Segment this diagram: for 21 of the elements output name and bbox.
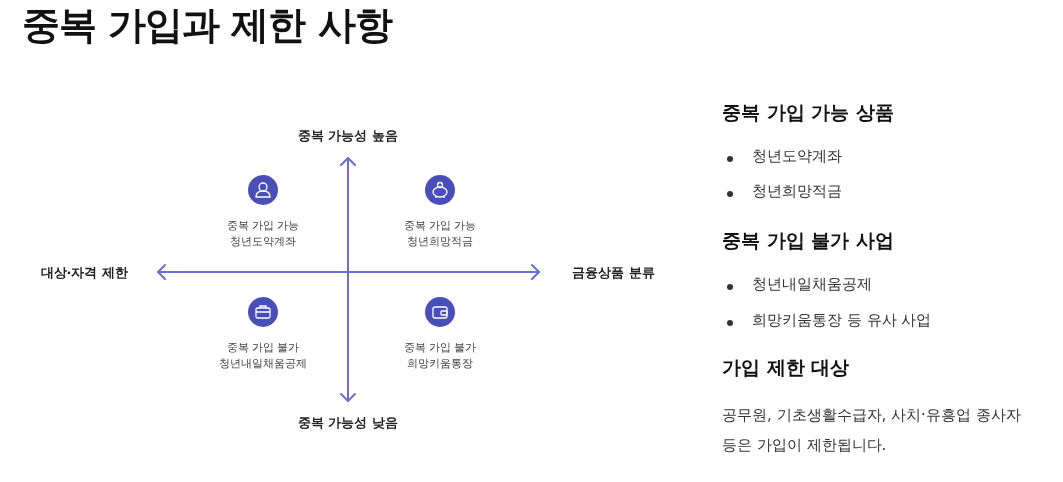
quadrant-heading: 중복 가입 불가	[226, 340, 300, 356]
section-heading: 중복 가입 불가 사업	[722, 228, 894, 253]
section-heading: 가입 제한 대상	[722, 355, 850, 380]
section-heading: 중복 가입 가능 상품	[722, 100, 894, 125]
title: 중복 가입과 제한 사항	[22, 2, 392, 49]
quadrant-item-name: 청년도약계좌	[230, 234, 296, 250]
quadrant-heading: 중복 가입 가능	[226, 218, 300, 234]
axis-label: 중복 가능성 높음	[296, 127, 400, 145]
quadrant-heading: 중복 가입 불가	[403, 340, 477, 356]
axis-label: 금융상품 분류	[572, 264, 655, 282]
list-item: 희망키움통장 등 유사 사업	[752, 311, 932, 330]
axis-label: 중복 가능성 낮음	[296, 414, 400, 432]
quadrant-item-name: 청년내일채움공제	[219, 356, 307, 372]
list-item: 청년희망적금	[752, 182, 842, 201]
quadrant-item-name: 희망키움통장	[407, 356, 473, 372]
axis-label: 대상·자격 제한	[39, 264, 128, 282]
paragraph: 공무원, 기초생활수급자, 사치·유흥업 종사자 등은 가입이 제한됩니다.	[722, 405, 1022, 456]
quadrant-heading: 중복 가입 가능	[403, 218, 477, 234]
list-item: 청년도약계좌	[752, 147, 842, 166]
quadrant-item-name: 청년희망적금	[407, 234, 473, 250]
list-item: 청년내일채움공제	[752, 275, 872, 294]
